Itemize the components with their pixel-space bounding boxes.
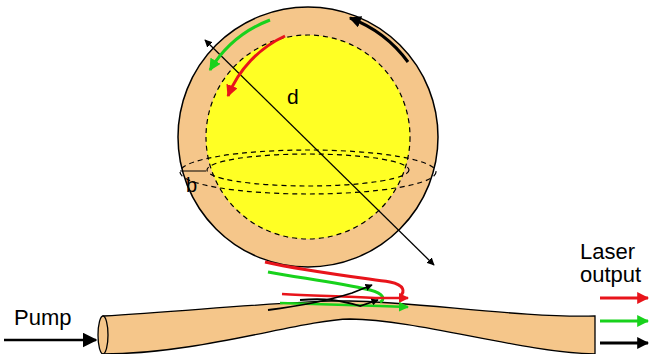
tapered-fiber bbox=[103, 301, 595, 354]
fiber-end bbox=[98, 316, 108, 354]
green-output bbox=[600, 320, 648, 323]
red-output bbox=[600, 297, 648, 300]
pump-arrow bbox=[4, 339, 96, 342]
equator-inner bbox=[207, 154, 409, 186]
equator-outer bbox=[180, 150, 436, 194]
pump-in bbox=[268, 285, 372, 310]
sphere-core bbox=[206, 35, 410, 239]
thickness-label: b bbox=[186, 175, 197, 196]
black-output bbox=[600, 342, 648, 345]
red-mode bbox=[228, 36, 285, 96]
circulating-light bbox=[350, 18, 408, 62]
thickness-mark bbox=[180, 171, 206, 172]
pump-through bbox=[300, 299, 378, 306]
green-mode bbox=[210, 20, 270, 70]
red-coupling bbox=[265, 262, 403, 296]
pump-label: Pump bbox=[14, 306, 71, 329]
sphere-shell bbox=[178, 7, 438, 267]
diameter-label: d bbox=[287, 86, 299, 108]
output-label: Laser output bbox=[580, 240, 650, 286]
